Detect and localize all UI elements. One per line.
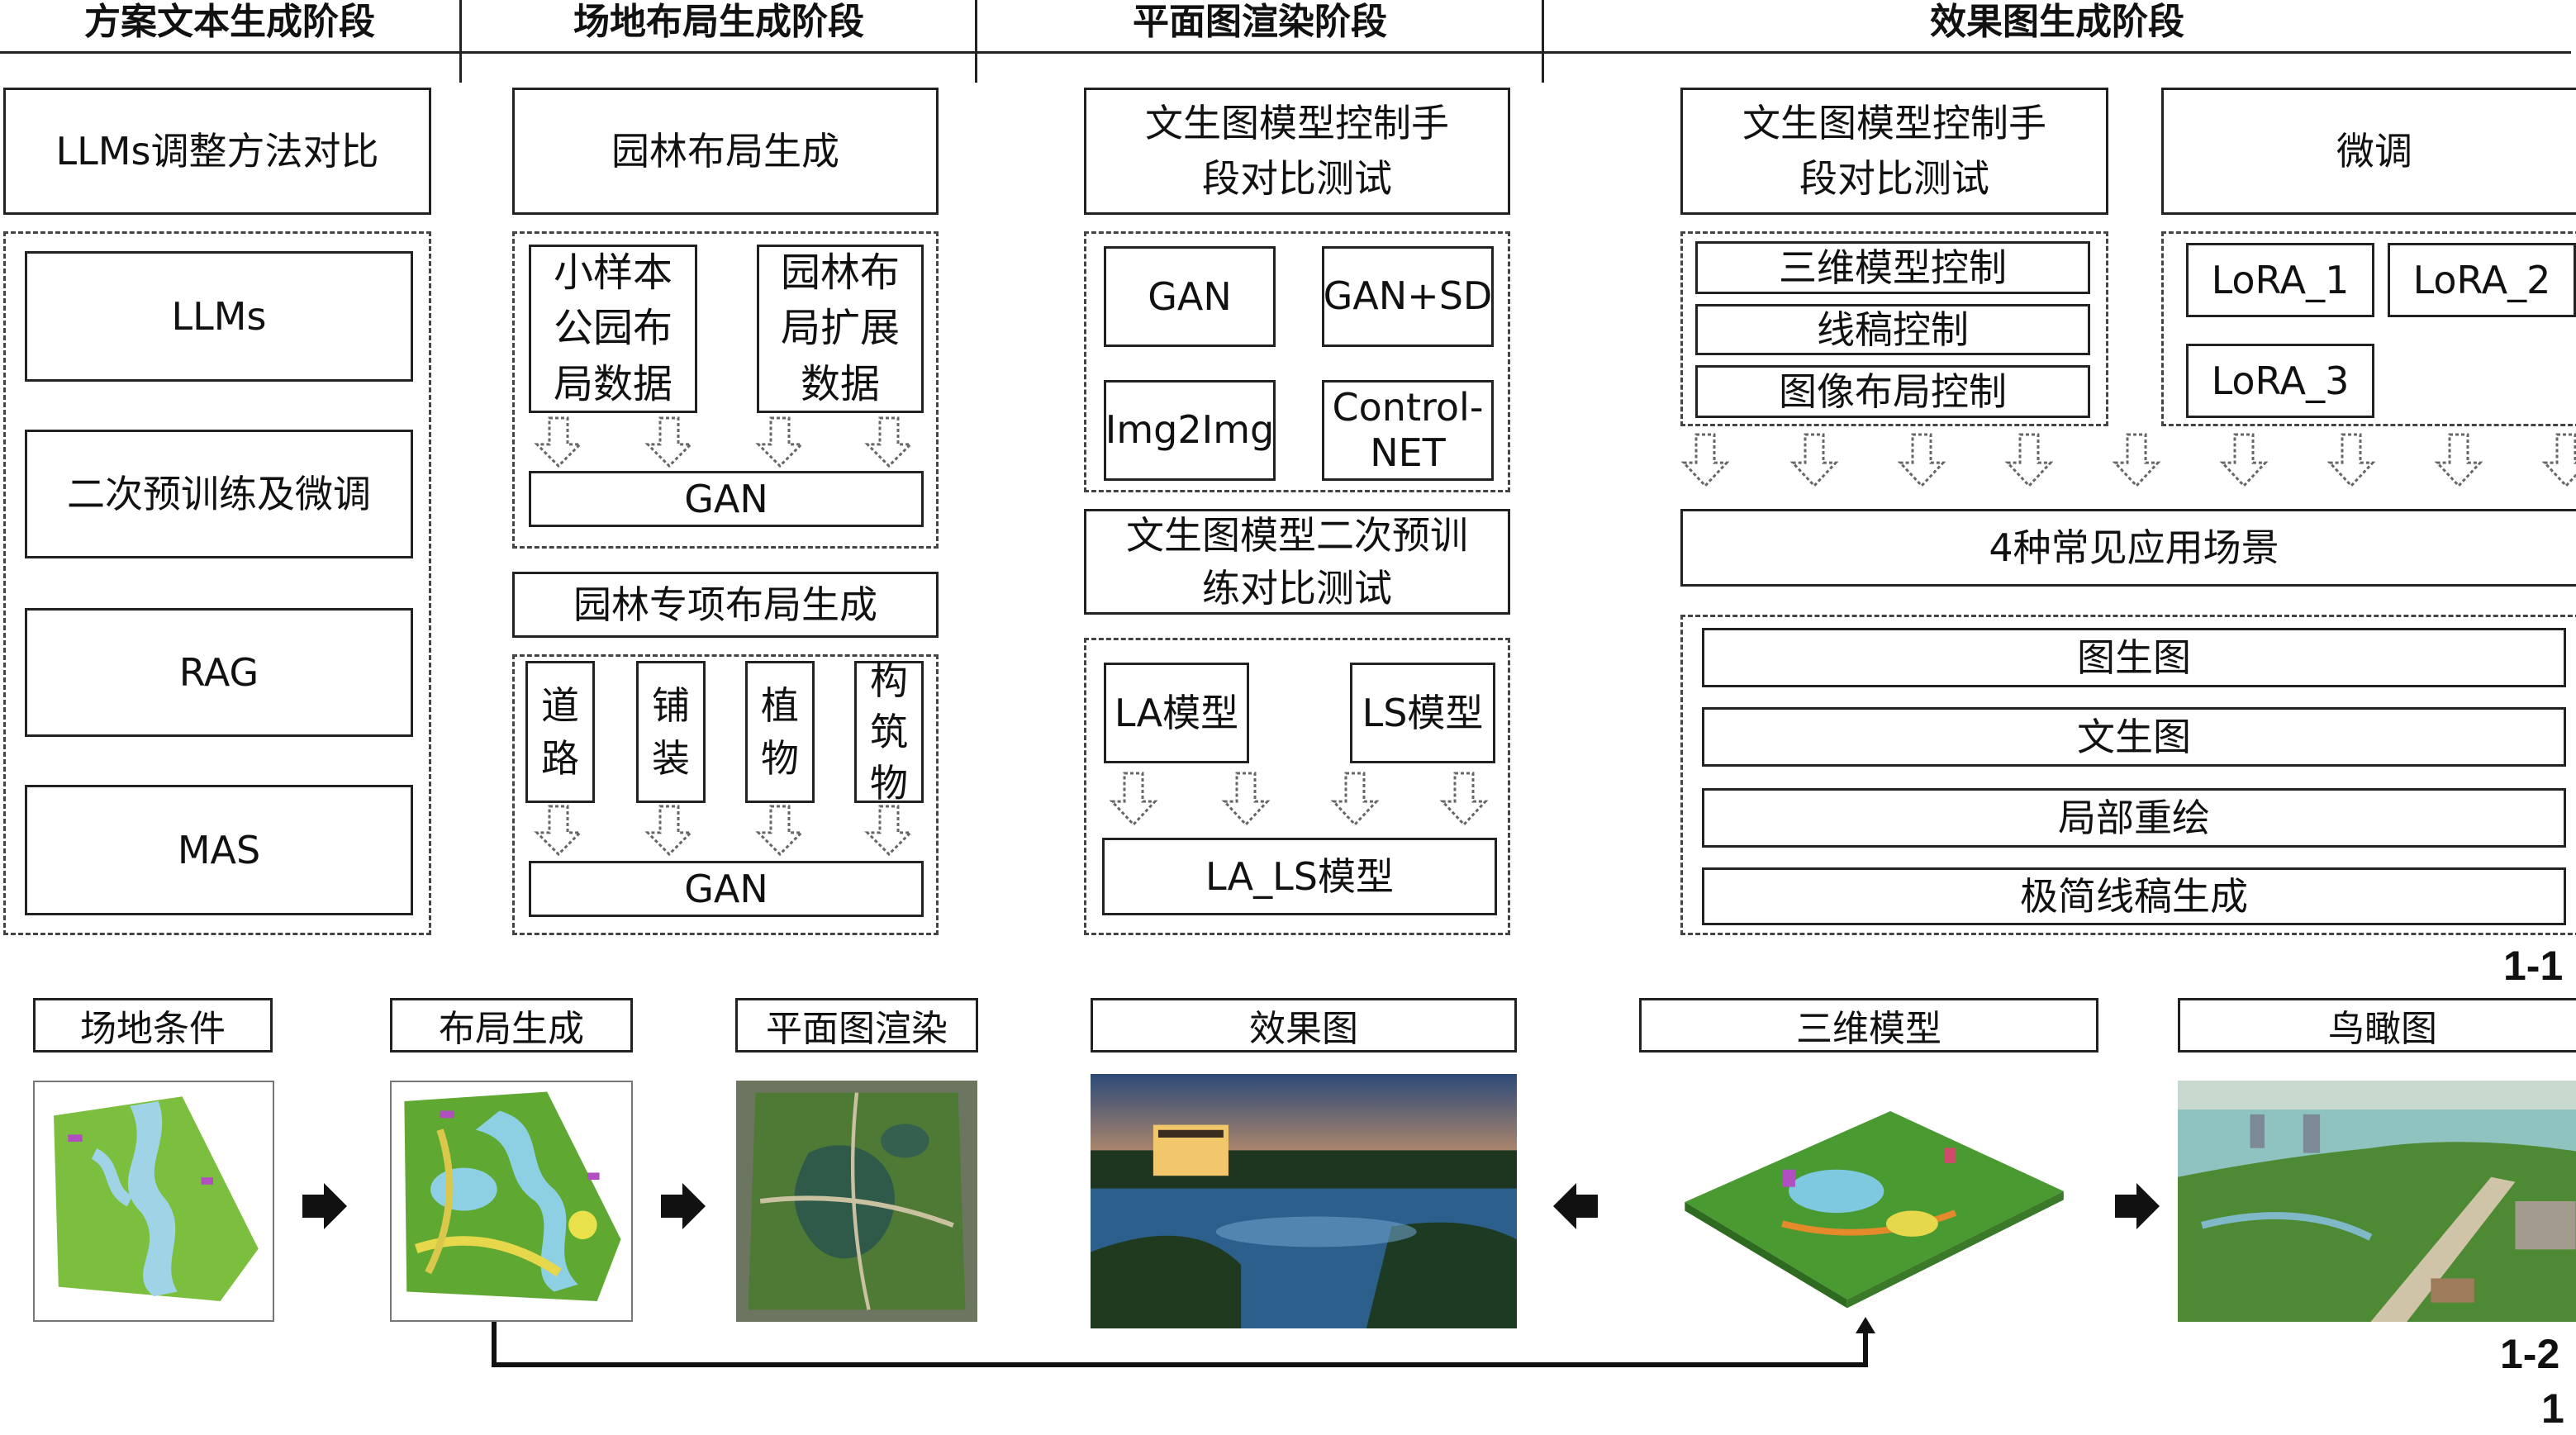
effect-control-title: 文生图模型控制手段对比测试: [1680, 88, 2108, 215]
garden-layout-title: 园林布局生成: [512, 88, 939, 215]
header-divider: [0, 51, 2571, 54]
dotted-arrow-down-icon: [755, 416, 805, 468]
method-pretrain-finetune: 二次预训练及微调: [25, 430, 413, 558]
special-plants: 植物: [745, 661, 815, 803]
model-gan-sd: GAN+SD: [1322, 246, 1494, 347]
label-effect-image: 效果图: [1091, 998, 1517, 1052]
figure-label-1-1: 1-1: [2503, 943, 2564, 989]
model-controlnet: Control-NET: [1322, 380, 1494, 481]
stage-header-effect: 效果图生成阶段: [1930, 1, 2184, 43]
layout-to-3d-connector: [492, 1322, 1868, 1367]
layout-generation-image: [390, 1081, 633, 1322]
scene-inpaint: 局部重绘: [1702, 788, 2566, 848]
dotted-arrow-down-icon: [755, 805, 805, 857]
header-separator: [459, 0, 462, 83]
control-image-layout: 图像布局控制: [1695, 365, 2090, 418]
model-img2img: Img2Img: [1104, 380, 1276, 481]
label-plan-render: 平面图渲染: [735, 998, 978, 1052]
method-llms: LLMs: [25, 251, 413, 382]
dotted-arrow-down-icon: [644, 416, 694, 468]
extended-layout-data: 园林布局扩展数据: [757, 245, 924, 413]
3d-model-image: [1652, 1091, 2085, 1314]
scene-img2img: 图生图: [1702, 628, 2566, 687]
special-road: 道路: [525, 661, 595, 803]
llm-methods-group: [3, 231, 431, 935]
method-mas: MAS: [25, 785, 413, 915]
llm-methods-title: LLMs调整方法对比: [3, 88, 431, 215]
effect-image: [1091, 1074, 1517, 1328]
label-layout-generation: 布局生成: [390, 998, 633, 1052]
arrow-right-icon: [2115, 1183, 2160, 1229]
special-structures: 构筑物: [854, 658, 924, 805]
special-paving: 铺装: [636, 661, 706, 803]
figure-label-1-2: 1-2: [2500, 1331, 2560, 1377]
control-group: [1680, 231, 2108, 426]
plan-render-image: [735, 1081, 978, 1322]
garden-layout-group: [512, 231, 939, 549]
model-gan: GAN: [1104, 246, 1276, 347]
arrow-right-icon: [661, 1183, 706, 1229]
model-la-ls: LA_LS模型: [1102, 838, 1497, 915]
stage-header-render: 平面图渲染阶段: [1133, 1, 1387, 43]
model-ls: LS模型: [1350, 663, 1495, 763]
t2i-control-group: [1084, 231, 1510, 492]
scenes-group: [1680, 615, 2576, 935]
scene-txt2img: 文生图: [1702, 707, 2566, 767]
label-aerial-view: 鸟瞰图: [2178, 998, 2576, 1052]
arrow-up-icon: [1856, 1317, 1875, 1333]
header-separator: [1542, 0, 1544, 83]
lora-3: LoRA_3: [2186, 344, 2374, 418]
arrow-right-icon: [302, 1183, 347, 1229]
method-rag: RAG: [25, 608, 413, 737]
gan-box: GAN: [529, 471, 924, 527]
dotted-arrow-down-icon: [864, 805, 914, 857]
scene-lineart: 极简线稿生成: [1702, 867, 2566, 925]
small-sample-data: 小样本公园布局数据: [529, 245, 697, 413]
control-3d-model: 三维模型控制: [1695, 241, 2090, 294]
dotted-arrow-down-icon: [644, 805, 694, 857]
lora-2: LoRA_2: [2388, 243, 2576, 317]
special-layout-title: 园林专项布局生成: [512, 572, 939, 638]
stage-header-text: 方案文本生成阶段: [84, 1, 375, 43]
dotted-arrow-down-icon: [864, 416, 914, 468]
gan-box: GAN: [529, 861, 924, 917]
header-separator: [975, 0, 977, 83]
label-site-conditions: 场地条件: [33, 998, 273, 1052]
finetune-title: 微调: [2161, 88, 2576, 215]
special-layout-group: [512, 654, 939, 935]
aerial-view-image: [2178, 1081, 2576, 1322]
lora-1: LoRA_1: [2186, 243, 2374, 317]
control-lineart: 线稿控制: [1695, 304, 2090, 355]
t2i-pretrain-group: [1084, 638, 1510, 935]
lora-group: [2161, 231, 2576, 426]
model-la: LA模型: [1104, 663, 1249, 763]
arrow-left-icon: [1553, 1183, 1598, 1229]
label-3d-model: 三维模型: [1639, 998, 2098, 1052]
site-conditions-image: [33, 1081, 274, 1322]
t2i-pretrain-title: 文生图模型二次预训练对比测试: [1084, 509, 1510, 615]
stage-header-layout: 场地布局生成阶段: [573, 1, 864, 43]
dotted-arrow-down-icon: [534, 416, 583, 468]
scenes-title: 4种常见应用场景: [1680, 509, 2576, 587]
figure-label-1: 1: [2541, 1385, 2564, 1432]
dotted-arrow-down-icon: [534, 805, 583, 857]
t2i-control-title: 文生图模型控制手段对比测试: [1084, 88, 1510, 215]
